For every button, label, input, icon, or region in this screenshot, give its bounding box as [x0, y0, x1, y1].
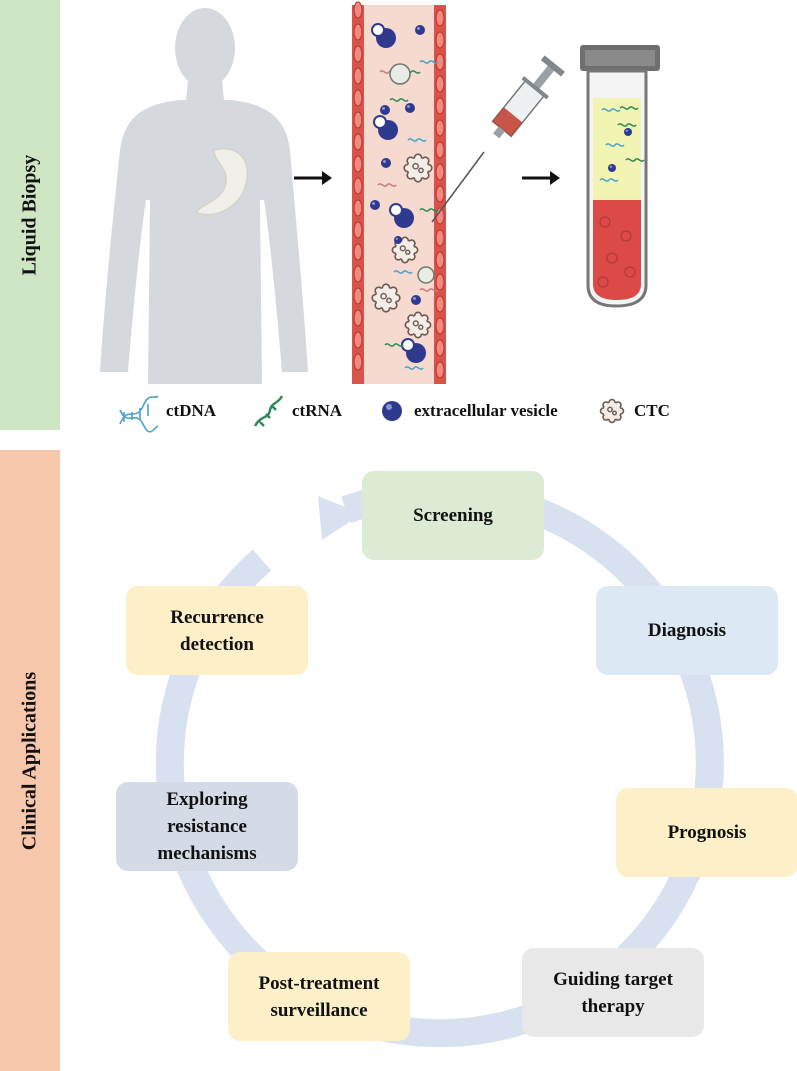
prognosis-box: Prognosis [616, 788, 797, 877]
human-silhouette-icon [100, 8, 308, 384]
legend-label-ctrna: ctRNA [292, 401, 343, 420]
legend-label-extracellular-vesicle: extracellular vesicle [414, 401, 558, 420]
post-label-line-2: surveillance [270, 999, 368, 1021]
recurrence-label-line-2: detection [180, 633, 254, 655]
post-label-line-1: Post-treatment [258, 972, 380, 994]
resistance-label-line-1: Exploring [166, 789, 248, 810]
guiding-label-line-1: Guiding target [553, 968, 673, 990]
resistance-label-line-3: mechanisms [157, 843, 257, 864]
syringe-icon [431, 55, 565, 223]
arrow-to-vessel-icon [294, 171, 332, 185]
resistance-label-line-2: resistance [167, 816, 247, 837]
guiding-label-line-2: therapy [581, 995, 645, 1017]
test-tube-icon [580, 45, 660, 308]
post-treatment-surveillance-box: Post-treatment surveillance [228, 952, 410, 1041]
arrow-to-tube-icon [522, 171, 560, 185]
diagnosis-label: Diagnosis [647, 620, 727, 641]
clinical-applications-band: Clinical Applications [0, 450, 60, 1071]
recurrence-label-line-1: Recurrence [170, 606, 264, 628]
liquid-biopsy-band: Liquid Biopsy [0, 0, 60, 430]
rna-strand-icon [253, 395, 284, 427]
legend-label-ctc: CTC [634, 401, 670, 420]
screening-box: Screening [362, 471, 544, 560]
exploring-resistance-box: Exploring resistance mechanisms [116, 782, 298, 871]
screening-label: Screening [413, 505, 493, 526]
diagnosis-box: Diagnosis [596, 586, 778, 675]
ctc-cell-icon [599, 398, 625, 424]
prognosis-label: Prognosis [667, 822, 747, 843]
guiding-target-therapy-box: Guiding target therapy [522, 948, 704, 1037]
stomach-icon [194, 148, 249, 216]
dna-helix-icon [119, 395, 159, 433]
legend-label-ctdna: ctDNA [166, 401, 217, 420]
blood-vessel-icon [352, 1, 446, 384]
recurrence-detection-box: Recurrence detection [126, 586, 308, 675]
vesicle-sphere-icon [382, 401, 402, 421]
